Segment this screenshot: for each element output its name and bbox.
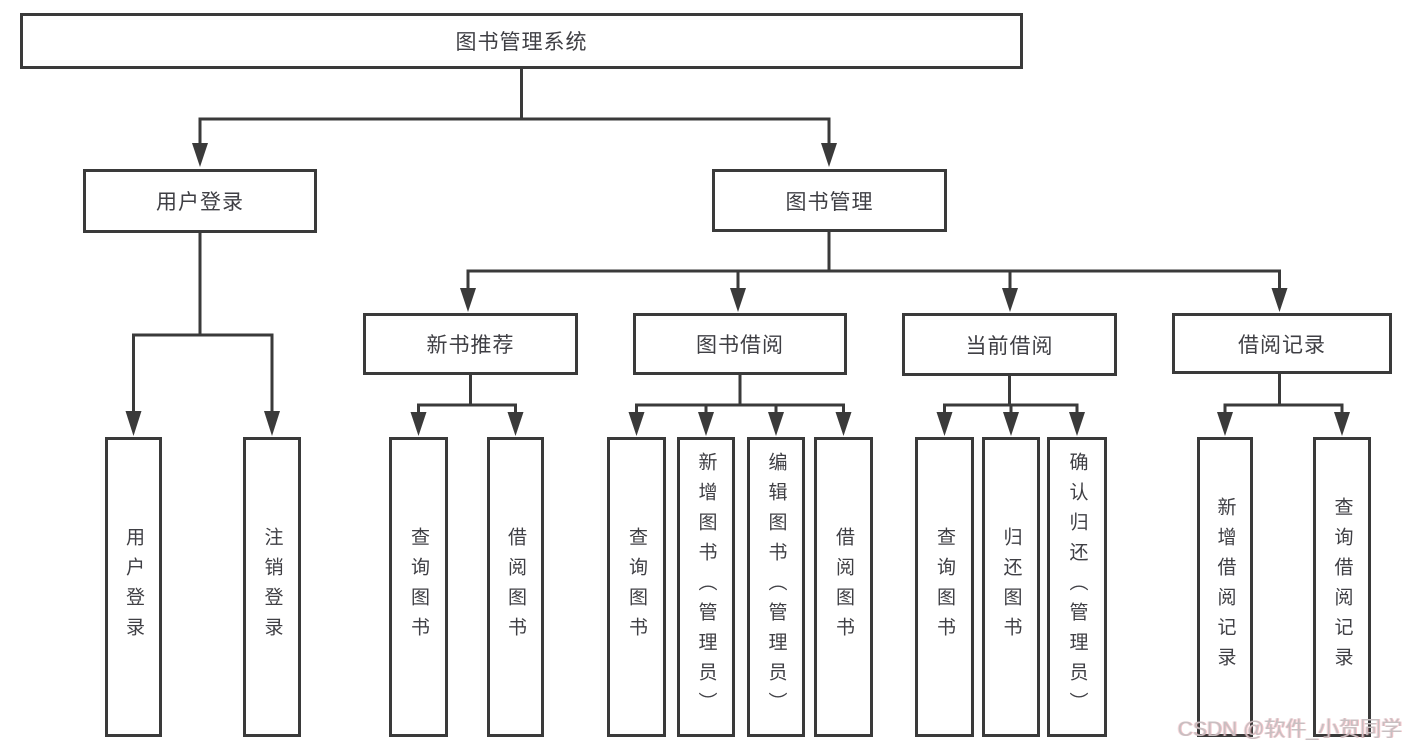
arrowhead: [1217, 412, 1233, 436]
arrowhead: [835, 412, 852, 436]
leaf-label: 借阅图书: [505, 527, 526, 647]
arrowhead: [730, 288, 746, 312]
leaf-edit-books-admin: 编辑图书（管理员）: [747, 437, 805, 737]
node-root: 图书管理系统: [20, 13, 1023, 69]
connector-current-borrow: [943, 375, 1079, 407]
leaf-query-books-2: 查询图书: [607, 437, 666, 737]
watermark: CSDN @软件_小贺同学: [1177, 718, 1402, 741]
leaf-borrow-books-2: 借阅图书: [814, 437, 873, 737]
arrowhead: [192, 143, 208, 167]
node-new-books-label: 新书推荐: [426, 334, 515, 357]
connector-book-borrow: [635, 375, 845, 407]
connector-borrow-records: [1223, 374, 1344, 407]
leaf-label: 查询图书: [408, 527, 429, 647]
node-book-borrow-label: 图书借阅: [696, 334, 784, 357]
leaf-label: 用户登录: [123, 527, 144, 647]
leaf-user-login: 用户登录: [105, 437, 162, 737]
arrowhead: [1334, 412, 1350, 436]
leaf-label: 借阅图书: [833, 527, 854, 647]
node-current-borrow: 当前借阅: [902, 313, 1117, 376]
leaf-label: 查询借阅记录: [1331, 497, 1353, 677]
leaf-add-borrow-record: 新增借阅记录: [1197, 437, 1253, 737]
arrowhead: [936, 412, 953, 436]
arrowhead: [821, 143, 837, 167]
arrowhead: [507, 412, 524, 436]
connector-new-books: [417, 375, 517, 407]
leaf-borrow-books-1: 借阅图书: [487, 437, 544, 737]
arrowhead: [1003, 412, 1019, 436]
arrowhead: [698, 412, 714, 436]
connector-root: [198, 69, 831, 121]
leaf-label: 查询图书: [626, 527, 647, 647]
arrowhead: [125, 411, 142, 436]
leaf-label: 查询图书: [934, 527, 955, 647]
node-borrow-records-label: 借阅记录: [1238, 333, 1326, 357]
leaf-query-books-3: 查询图书: [915, 437, 974, 737]
leaf-label: 归还图书: [1000, 527, 1022, 647]
arrowhead: [264, 411, 280, 436]
arrowhead: [628, 412, 645, 436]
leaf-return-books: 归还图书: [982, 437, 1040, 737]
node-user-login-label: 用户登录: [156, 191, 244, 214]
node-borrow-records: 借阅记录: [1172, 313, 1392, 374]
leaf-add-books-admin: 新增图书（管理员）: [677, 437, 735, 737]
leaf-label: 新增借阅记录: [1214, 497, 1236, 677]
arrowhead: [768, 412, 784, 436]
arrowhead: [410, 412, 427, 436]
leaf-label: 新增图书（管理员）: [695, 452, 717, 722]
node-current-borrow-label: 当前借阅: [965, 334, 1054, 358]
node-book-mgmt-label: 图书管理: [785, 190, 874, 214]
node-root-label: 图书管理系统: [455, 31, 588, 54]
leaf-label: 注销登录: [261, 527, 283, 647]
leaf-query-borrow-record: 查询借阅记录: [1313, 437, 1371, 737]
arrowhead: [460, 288, 476, 312]
leaf-label: 编辑图书（管理员）: [765, 452, 787, 722]
leaf-logout: 注销登录: [243, 437, 301, 737]
arrowhead: [1069, 412, 1085, 436]
arrowhead: [1002, 288, 1018, 312]
connector-user-login: [132, 233, 274, 337]
connector-book-mgmt: [466, 232, 1281, 273]
leaf-label: 确认归还（管理员）: [1066, 452, 1088, 722]
node-book-borrow: 图书借阅: [633, 313, 847, 375]
arrowhead: [1271, 288, 1288, 312]
node-user-login: 用户登录: [83, 169, 317, 233]
leaf-query-books-1: 查询图书: [389, 437, 448, 737]
node-book-mgmt: 图书管理: [712, 169, 947, 232]
leaf-confirm-return-admin: 确认归还（管理员）: [1047, 437, 1107, 737]
node-new-books: 新书推荐: [363, 313, 578, 375]
